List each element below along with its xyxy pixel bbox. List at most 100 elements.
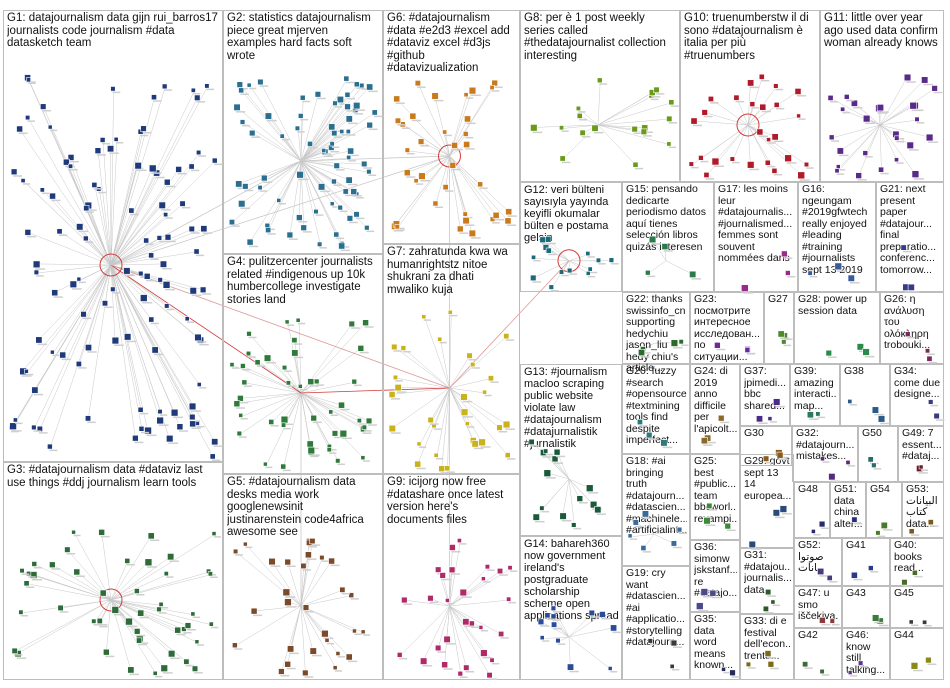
- node-g7: [466, 352, 473, 359]
- edge: [300, 151, 325, 162]
- node-shadow: [783, 257, 793, 259]
- node-g1: [20, 178, 26, 184]
- node-g18: [640, 545, 647, 551]
- node-shadow: [146, 279, 156, 282]
- edge: [300, 105, 357, 162]
- edge: [110, 264, 198, 338]
- node-shadow: [569, 273, 578, 275]
- node-shadow: [165, 217, 173, 219]
- node-g1: [56, 228, 63, 235]
- node-shadow: [651, 243, 661, 245]
- node-shadow: [775, 405, 786, 408]
- node-shadow: [411, 119, 421, 122]
- node-g9: [396, 652, 403, 658]
- edge: [281, 605, 302, 672]
- edge: [74, 533, 112, 601]
- node-shadow: [158, 612, 167, 614]
- edge: [568, 636, 571, 667]
- node-shadow: [716, 348, 726, 351]
- node-g48: [811, 529, 816, 534]
- node-g6: [491, 79, 498, 87]
- node-g3: [136, 637, 143, 644]
- node-g1: [156, 235, 163, 241]
- node-shadow: [874, 413, 884, 416]
- node-shadow: [877, 112, 888, 114]
- edge: [110, 97, 198, 266]
- node-shadow: [311, 654, 322, 657]
- node-g4: [362, 319, 369, 327]
- node-g3: [96, 617, 103, 624]
- node-shadow: [545, 477, 556, 479]
- node-shadow: [164, 89, 173, 91]
- edge: [110, 264, 215, 442]
- node-shadow: [596, 513, 607, 515]
- node-shadow: [87, 351, 97, 353]
- edge: [300, 160, 354, 192]
- node-shadow: [482, 656, 493, 659]
- node-g6: [468, 229, 476, 237]
- node-g5: [282, 588, 291, 597]
- node-g7: [487, 375, 494, 382]
- node-g14: [551, 621, 558, 628]
- edge: [879, 105, 913, 126]
- node-g2: [347, 147, 355, 155]
- node-shadow: [749, 86, 759, 89]
- node-g7: [464, 421, 470, 427]
- node-shadow: [765, 462, 774, 464]
- node-g10: [690, 117, 698, 125]
- node-shadow: [691, 278, 701, 280]
- node-shadow: [287, 324, 295, 326]
- node-shadow: [829, 101, 839, 103]
- node-shadow: [644, 517, 654, 520]
- node-shadow: [82, 317, 92, 320]
- node-shadow: [505, 339, 514, 341]
- edge: [449, 605, 462, 675]
- node-shadow: [914, 575, 923, 578]
- edge: [747, 105, 778, 126]
- node-g3: [181, 626, 187, 632]
- node-shadow: [806, 167, 814, 169]
- node-g1: [189, 420, 197, 428]
- node-g8: [653, 86, 660, 93]
- edge: [449, 605, 467, 668]
- node-shadow: [170, 657, 180, 660]
- node-g40: [912, 569, 918, 576]
- edge: [241, 392, 302, 417]
- node-shadow: [827, 356, 837, 358]
- node-shadow: [768, 142, 776, 144]
- edge: [396, 98, 450, 157]
- node-g1: [170, 408, 179, 417]
- edge: [110, 165, 139, 266]
- node-shadow: [140, 431, 150, 434]
- node-shadow: [345, 81, 354, 84]
- node-g5: [328, 557, 335, 565]
- node-shadow: [933, 91, 943, 94]
- node-g11: [925, 133, 934, 142]
- edge: [110, 571, 210, 601]
- node-shadow: [705, 524, 716, 527]
- edge: [300, 558, 323, 607]
- node-g2: [265, 227, 272, 233]
- node-g7: [421, 314, 427, 320]
- node-g17: [781, 250, 788, 258]
- node-g5: [302, 604, 310, 611]
- node-shadow: [643, 135, 652, 137]
- node-g7: [503, 333, 510, 340]
- node-shadow: [590, 616, 600, 618]
- node-shadow: [879, 624, 889, 627]
- node-shadow: [354, 113, 364, 115]
- edge: [438, 605, 450, 649]
- node-shadow: [310, 455, 319, 458]
- edge: [236, 106, 302, 162]
- node-g1: [137, 406, 144, 413]
- node-g1: [189, 287, 197, 295]
- node-g5: [284, 660, 291, 668]
- node-shadow: [99, 625, 108, 628]
- node-shadow: [860, 666, 868, 668]
- node-g36: [709, 589, 717, 597]
- node-shadow: [649, 643, 658, 646]
- node-shadow: [434, 206, 443, 209]
- node-shadow: [85, 241, 94, 243]
- node-shadow: [249, 245, 259, 248]
- node-shadow: [822, 461, 830, 463]
